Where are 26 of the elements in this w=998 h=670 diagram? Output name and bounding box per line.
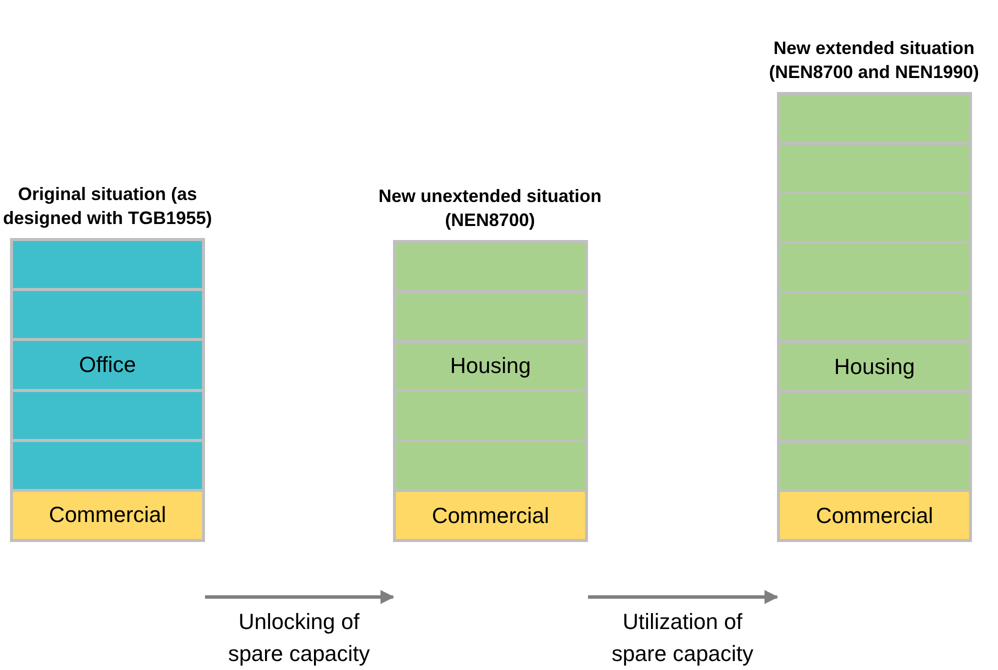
building-heading: Original situation (as designed with TGB1955): [2, 183, 214, 230]
floor-block: Commercial: [396, 492, 585, 539]
floor-block: Housing: [780, 343, 969, 394]
floor-block: [13, 442, 202, 492]
floor-block: [396, 243, 585, 293]
floor-block: [396, 292, 585, 343]
floor-block: [13, 392, 202, 442]
floor-block: [13, 241, 202, 292]
floor-block: Office: [13, 341, 202, 392]
floor-block: [780, 442, 969, 492]
floor-block: Housing: [396, 342, 585, 392]
floor-block: [780, 244, 969, 294]
arrow: [205, 590, 394, 604]
floor-block: [780, 393, 969, 443]
floor-block: Commercial: [780, 492, 969, 540]
arrow: [588, 590, 778, 604]
building-heading: New extended situation (NEN8700 and NEN1990): [768, 37, 980, 84]
floor-block: [780, 194, 969, 244]
floor-block: [780, 294, 969, 344]
floor-block: Commercial: [13, 492, 202, 540]
floor-block: [780, 144, 969, 194]
floor-block: [780, 95, 969, 145]
building-heading: New unextended situation (NEN8700): [377, 185, 603, 232]
floor-block: [396, 392, 585, 442]
floor-block: [13, 291, 202, 342]
floor-block: [396, 442, 585, 492]
